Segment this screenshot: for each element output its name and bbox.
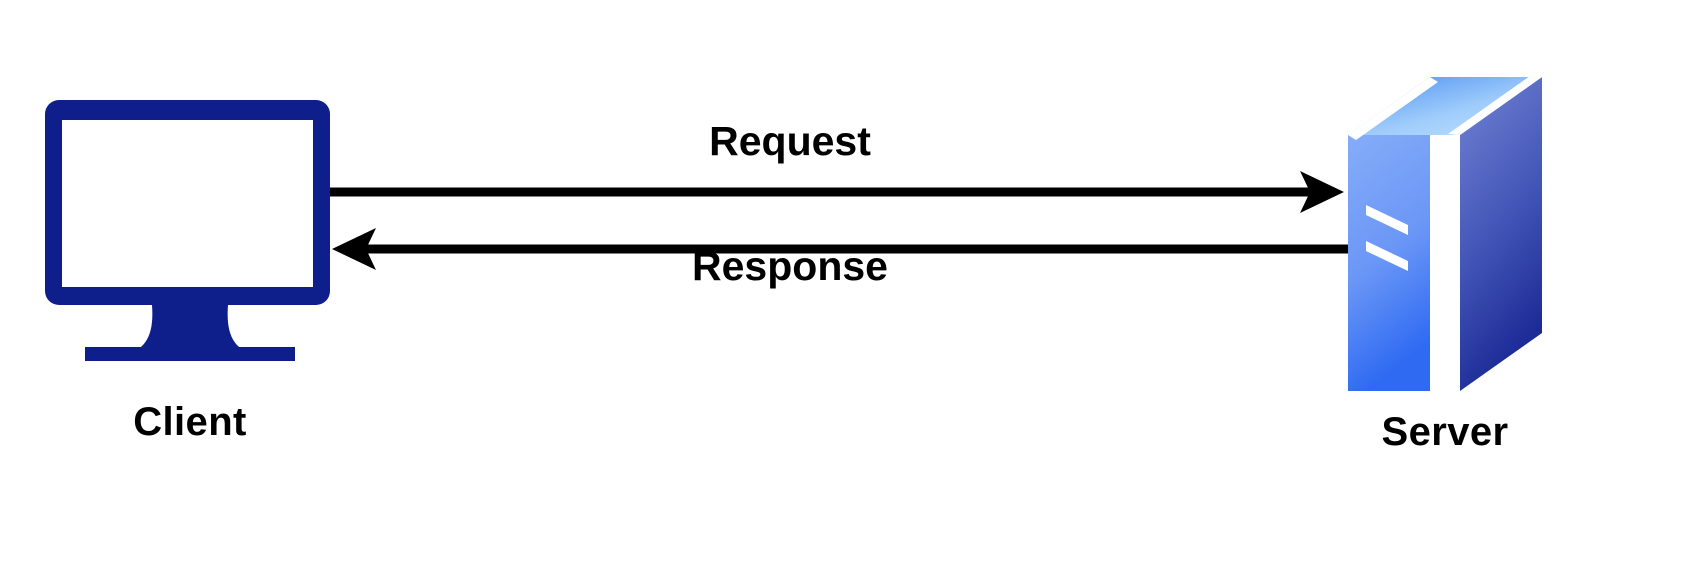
server-seam-top-right [1448, 76, 1542, 135]
server-seam-vertical [1430, 135, 1440, 391]
server-side-face [1460, 77, 1542, 391]
server-tower-icon [1348, 76, 1542, 391]
request-arrow [330, 171, 1344, 213]
desktop-monitor-icon [45, 100, 330, 361]
server-vent-slot-1 [1366, 205, 1408, 235]
server-node[interactable]: Server [1330, 55, 1560, 465]
client-node[interactable]: Client [40, 95, 340, 460]
monitor-neck [130, 305, 250, 353]
monitor-base [85, 347, 295, 361]
server-seam-inner [1440, 135, 1452, 391]
request-arrow-head [1300, 171, 1344, 213]
server-top-face [1348, 77, 1542, 135]
response-edge-label: Response [692, 243, 888, 289]
monitor-screen [62, 120, 313, 287]
server-front-face [1348, 135, 1430, 391]
server-seam-top-left [1348, 77, 1438, 140]
response-arrow [332, 228, 1396, 270]
request-edge-label: Request [709, 118, 871, 164]
server-vent-slot-2 [1366, 241, 1408, 271]
response-arrow-head [332, 228, 376, 270]
server-label: Server [1381, 410, 1509, 454]
client-label: Client [133, 400, 247, 444]
